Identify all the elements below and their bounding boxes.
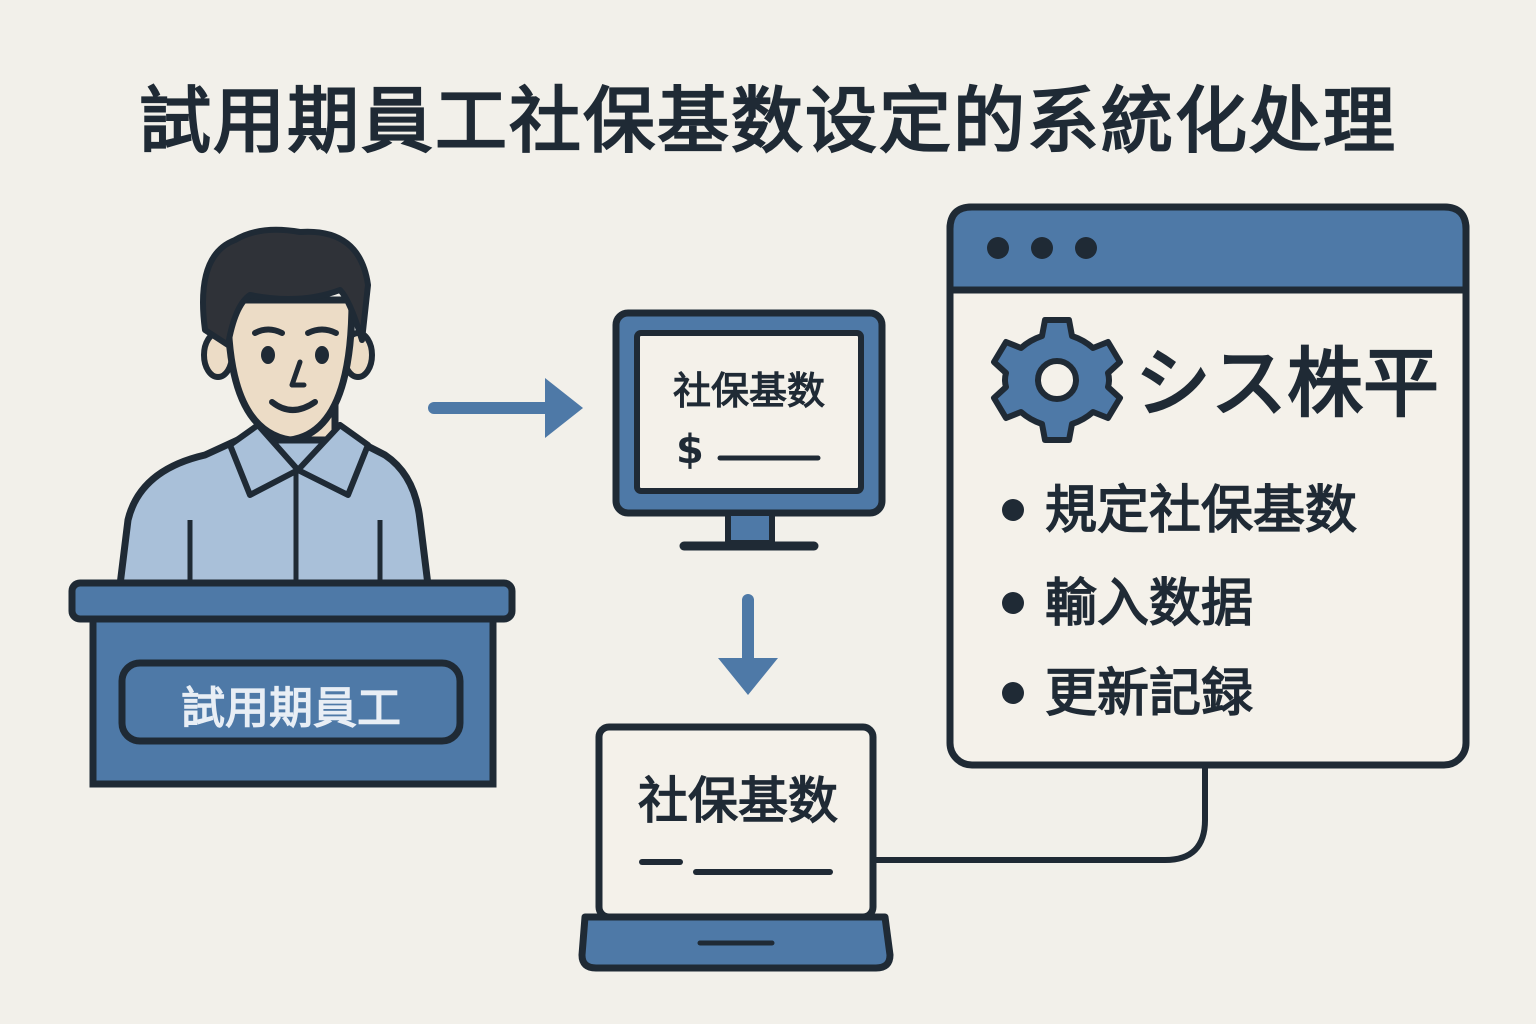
employee-figure	[116, 226, 432, 589]
system-panel-header: シス株平	[1135, 339, 1439, 428]
laptop-label: 社保基数	[638, 772, 838, 830]
desktop-monitor: 社保基数 $	[612, 309, 886, 551]
window-dots-icon	[987, 237, 1097, 259]
system-panel-list: 規定社保基数 輸入数据 更新記録	[1002, 481, 1357, 724]
connector-line	[873, 765, 1208, 863]
employee-collar	[227, 422, 301, 498]
reception-desk: 試用期員工	[68, 579, 516, 788]
employee-hair	[200, 226, 371, 348]
page-title: 試用期員工社保基数设定的系統化处理	[138, 79, 1397, 163]
arrow-down-icon	[718, 594, 778, 695]
list-bullet	[1002, 682, 1024, 704]
list-bullet	[1002, 592, 1024, 614]
list-item: 輸入数据	[1045, 574, 1253, 634]
gear-icon	[991, 317, 1123, 443]
arrow-right-icon	[428, 378, 583, 438]
system-window-titlebar	[946, 203, 1470, 294]
employee-face	[224, 296, 356, 444]
monitor-screen	[634, 330, 864, 494]
laptop: 社保基数	[578, 723, 894, 972]
list-bullet	[1002, 499, 1024, 521]
list-item: 規定社保基数	[1045, 481, 1357, 541]
employee-badge-label: 試用期員工	[181, 683, 401, 734]
monitor-currency-symbol: $	[676, 427, 704, 473]
list-item: 更新記録	[1045, 664, 1254, 724]
system-window: シス株平 規定社保基数 輸入数据 更新記録	[946, 203, 1470, 769]
employee-badge	[118, 659, 464, 745]
monitor-label: 社保基数	[673, 369, 825, 413]
